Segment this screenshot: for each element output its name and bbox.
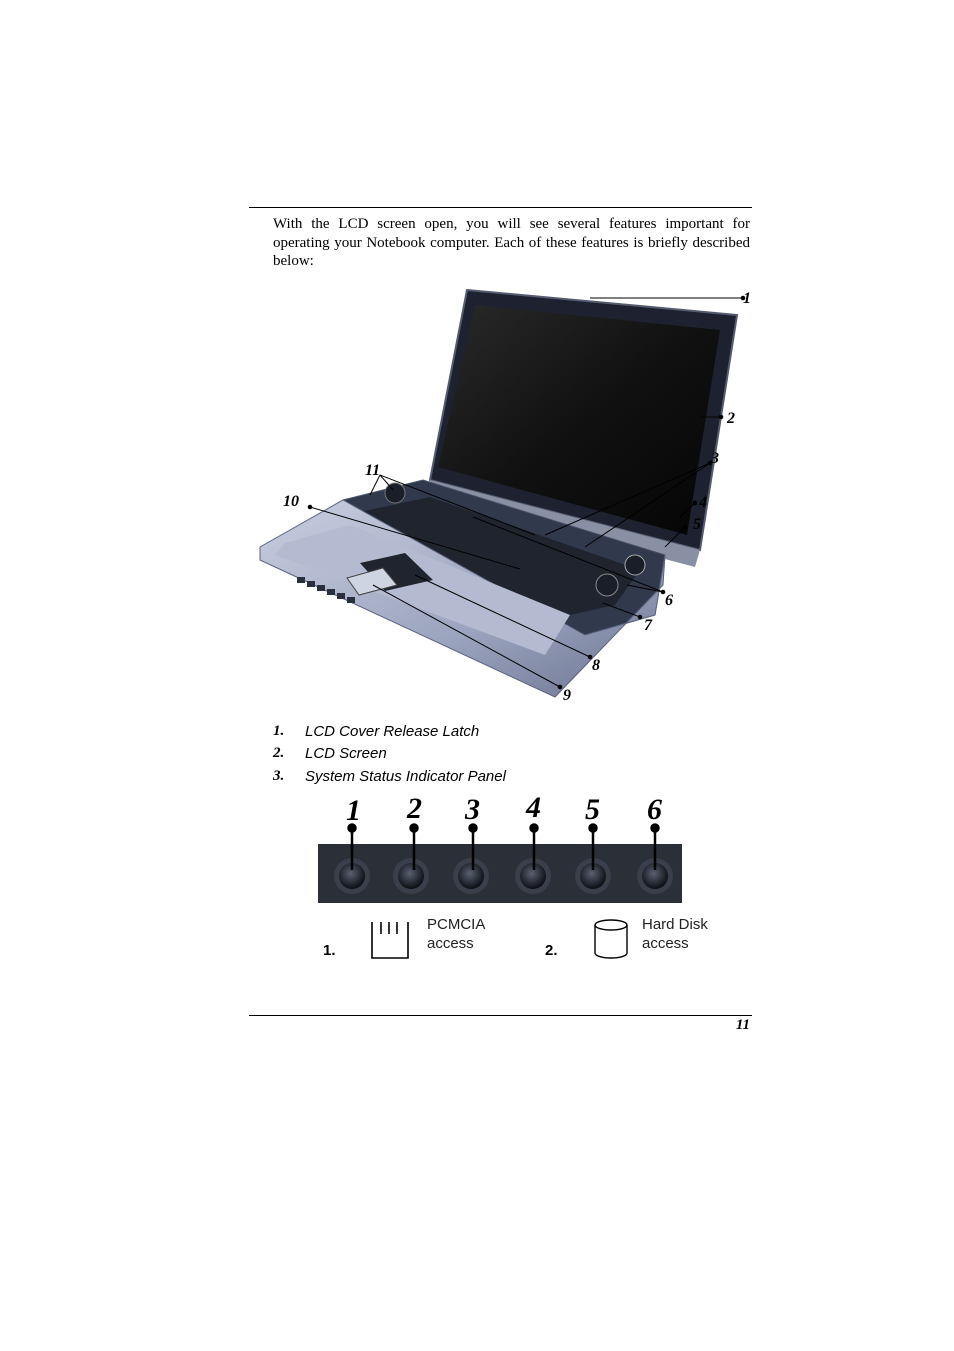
callout-4: 4 [698, 494, 707, 511]
panel-number-3: 3 [464, 793, 480, 826]
legend-number-2: 2. [545, 942, 558, 959]
panel-number-5: 5 [585, 793, 600, 826]
callout-5: 5 [693, 516, 701, 533]
legend-label-1: PCMCIA access [427, 915, 485, 953]
intro-paragraph: With the LCD screen open, you will see s… [273, 216, 750, 269]
callout-7: 7 [644, 617, 653, 634]
panel-number-6: 6 [647, 793, 662, 826]
top-rule [249, 207, 752, 208]
panel-number-2: 2 [406, 792, 422, 825]
callout-11: 11 [365, 462, 380, 479]
callout-3: 3 [710, 450, 719, 467]
feature-label: LCD Screen [305, 745, 387, 763]
power-dial [624, 554, 646, 576]
feature-label: System Status Indicator Panel [305, 767, 506, 785]
front-buttons [297, 577, 355, 603]
feature-number: 1. [273, 722, 285, 739]
feature-label: LCD Cover Release Latch [305, 722, 480, 740]
feature-number: 3. [273, 767, 285, 784]
callout-9: 9 [563, 687, 571, 704]
pcmcia-icon [371, 922, 409, 959]
callout-8: 8 [592, 657, 600, 674]
feature-item: 3. System Status Indicator Panel [273, 765, 506, 788]
touchpad-buttons [346, 567, 398, 596]
legend-label-2-line1: Hard Disk [642, 916, 708, 933]
volume-dial [595, 573, 619, 597]
panel-strip [318, 844, 682, 903]
legend-label-1-line1: PCMCIA [427, 916, 486, 933]
legend-label-1-line2: access [427, 935, 474, 952]
feature-number: 2. [273, 745, 285, 762]
lcd-screen [438, 305, 720, 535]
callout-2: 2 [726, 410, 735, 427]
indicator-leds [334, 858, 673, 894]
panel-number-1: 1 [346, 794, 361, 827]
bottom-rule [249, 1015, 752, 1016]
legend-label-2-line2: access [642, 935, 689, 952]
palm-rest [275, 525, 570, 655]
page-number: 11 [735, 1017, 750, 1033]
callout-1: 1 [743, 290, 751, 307]
speaker-left [384, 482, 406, 504]
callout-6: 6 [665, 592, 673, 609]
indicator-panel-illustration: 1 2 3 4 5 6 [318, 791, 682, 903]
legend-number-1: 1. [323, 942, 336, 959]
keyboard [350, 497, 640, 615]
feature-list: 1. LCD Cover Release Latch 2. LCD Screen… [273, 720, 506, 788]
callout-10: 10 [283, 493, 299, 510]
feature-item: 2. LCD Screen [273, 743, 506, 766]
feature-item: 1. LCD Cover Release Latch [273, 720, 506, 743]
legend-label-2: Hard Disk access [642, 915, 708, 953]
hard-disk-icon [594, 919, 628, 959]
panel-number-4: 4 [525, 791, 541, 824]
laptop-illustration: 1 2 3 4 5 6 7 8 9 10 11 [259, 288, 751, 704]
